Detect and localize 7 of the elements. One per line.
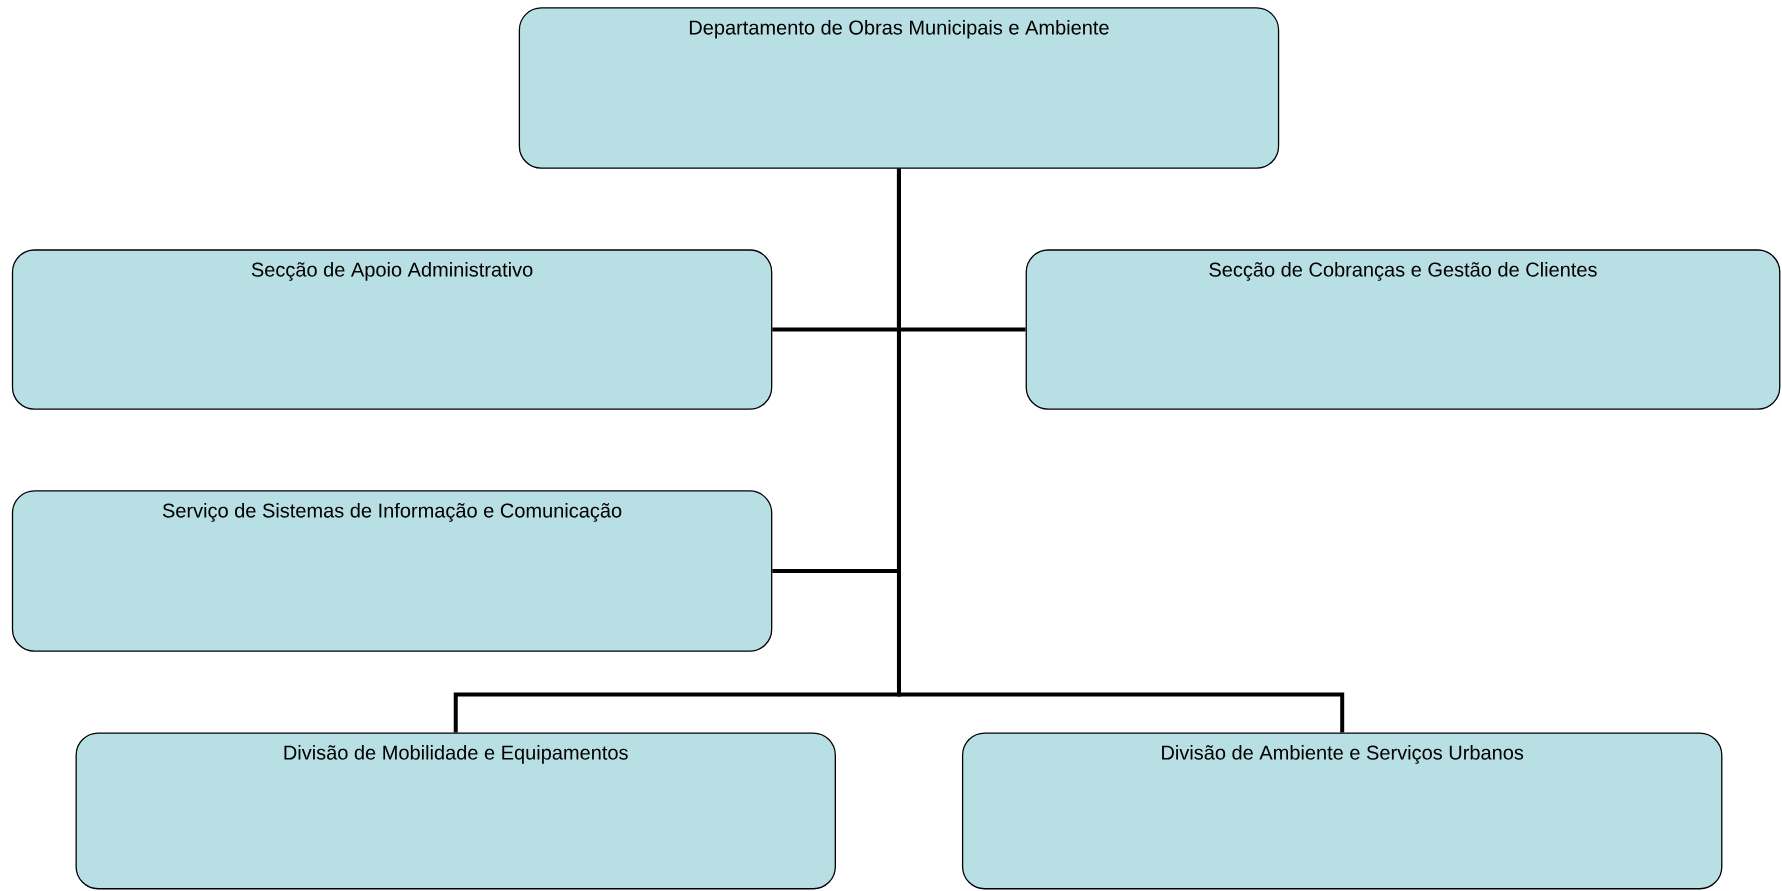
connector-line — [896, 168, 1345, 733]
org-box: Divisão de Mobilidade e Equipamentos — [75, 732, 836, 890]
org-box: Secção de Apoio Administrativo — [11, 249, 773, 410]
org-box: Divisão de Ambiente e Serviços Urbanos — [961, 732, 1723, 890]
org-box: Departamento de Obras Municipais e Ambiente — [518, 7, 1280, 169]
org-box: Secção de Cobranças e Gestão de Clientes — [1025, 249, 1781, 410]
org-box: Serviço de Sistemas de Informação e Comunicação — [11, 490, 773, 652]
